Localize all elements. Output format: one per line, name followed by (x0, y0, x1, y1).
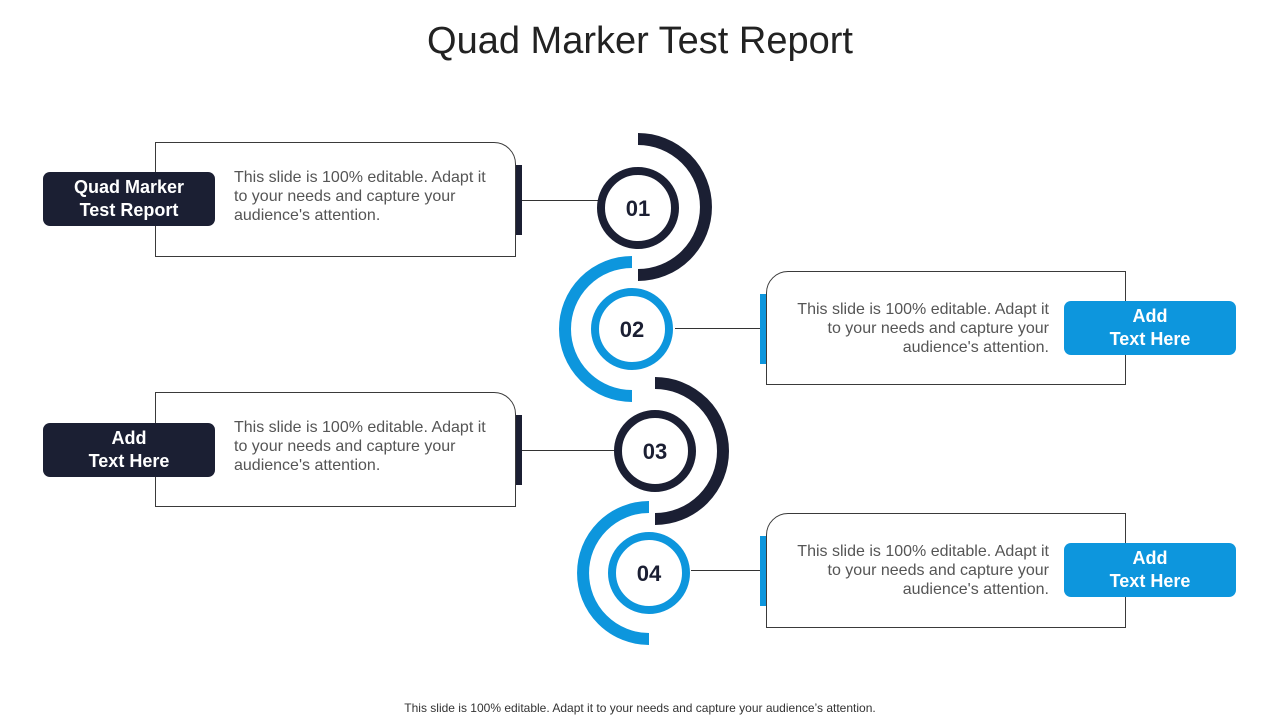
footer-note: This slide is 100% editable. Adapt it to… (404, 701, 876, 715)
card-tab-1 (516, 165, 522, 235)
card-tab-2 (760, 294, 766, 364)
marker-number-1: 01 (626, 196, 650, 221)
connector-line-3 (522, 450, 614, 451)
outer-arc-2 (559, 256, 633, 402)
label-box-2: Add Text Here (1064, 301, 1236, 355)
marker-number-2: 02 (620, 317, 644, 342)
outer-arc-4 (577, 501, 650, 645)
inner-ring-1 (597, 167, 679, 249)
card-text-3: This slide is 100% editable. Adapt it to… (234, 419, 486, 474)
card-tab-4 (760, 536, 766, 606)
card-text-4: This slide is 100% editable. Adapt it to… (797, 543, 1049, 598)
text-card-1: This slide is 100% editable. Adapt it to… (155, 142, 516, 257)
card-text-1: This slide is 100% editable. Adapt it to… (234, 169, 486, 224)
connector-line-2 (675, 328, 760, 329)
card-text-2: This slide is 100% editable. Adapt it to… (797, 301, 1049, 356)
label-box-3: Add Text Here (43, 423, 215, 477)
inner-ring-2 (591, 288, 673, 370)
inner-ring-3 (614, 410, 696, 492)
outer-arc-3 (654, 377, 729, 525)
inner-ring-4 (608, 532, 690, 614)
outer-arc-1 (637, 133, 712, 281)
marker-number-3: 03 (643, 439, 667, 464)
label-box-4: Add Text Here (1064, 543, 1236, 597)
label-box-1: Quad Marker Test Report (43, 172, 215, 226)
text-card-3: This slide is 100% editable. Adapt it to… (155, 392, 516, 507)
card-tab-3 (516, 415, 522, 485)
connector-line-1 (522, 200, 598, 201)
slide-title: Quad Marker Test Report (427, 20, 853, 62)
connector-line-4 (691, 570, 760, 571)
marker-number-4: 04 (637, 561, 662, 586)
